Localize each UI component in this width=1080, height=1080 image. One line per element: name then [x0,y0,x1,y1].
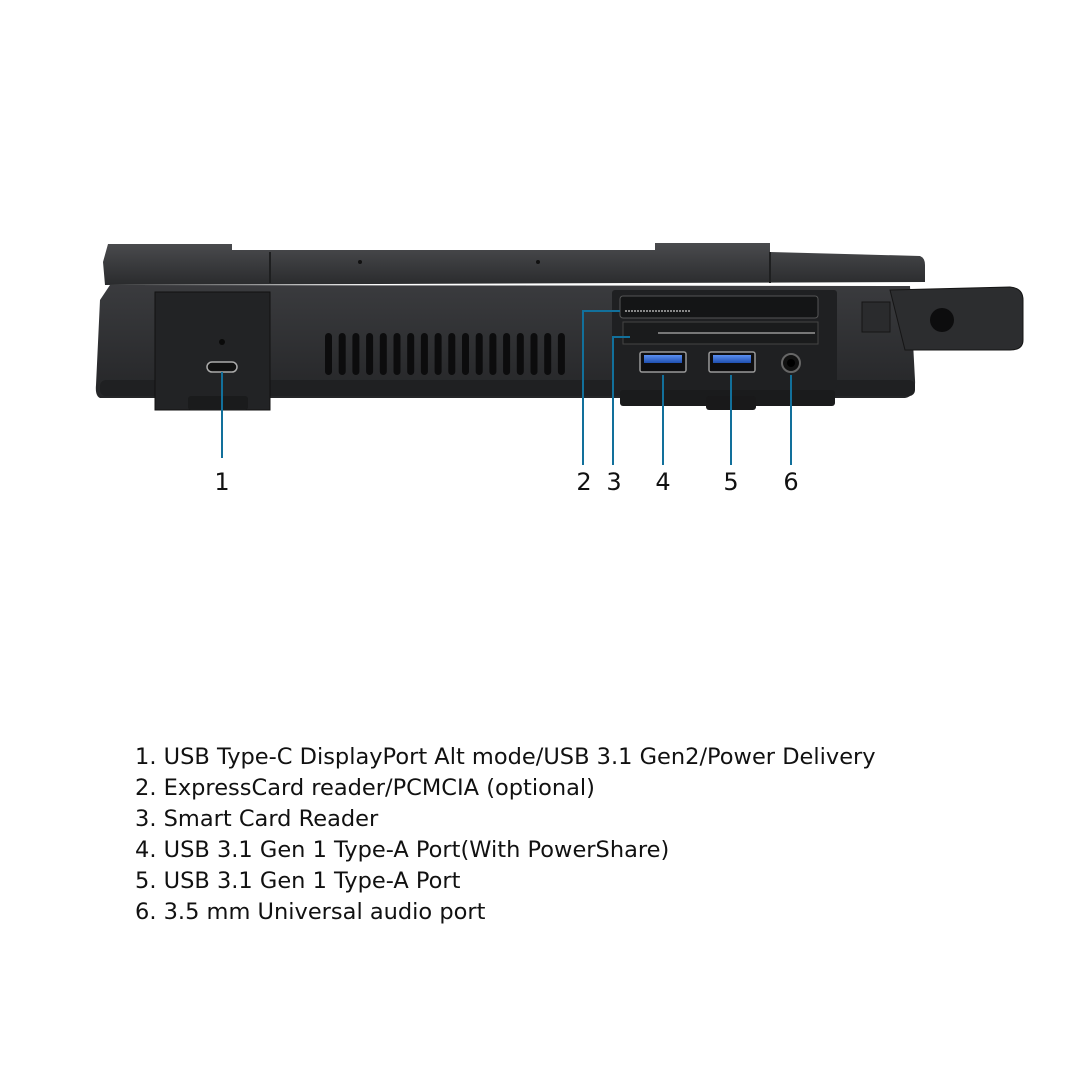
vent-slot [544,333,552,375]
carry-handle [861,286,1024,351]
port-panel [612,290,837,410]
cooling-vents [325,333,565,375]
vent-slot [407,333,415,375]
legend-item: 6. 3.5 mm Universal audio port [135,899,486,925]
usb-c-door [154,291,271,411]
vent-slot [489,333,497,375]
vent-slot [338,333,346,375]
vent-slot [379,333,387,375]
vent-slot [420,333,428,375]
callout-number-3: 3 [606,468,621,496]
vent-slot [434,333,442,375]
callout-number-1: 1 [214,468,229,496]
laptop-lid [103,243,925,285]
vent-slot [516,333,524,375]
vent-slot [475,333,483,375]
vent-slot [557,333,565,375]
vent-slot [393,333,401,375]
vent-slot [462,333,469,375]
callout-number-4: 4 [655,468,670,496]
laptop-side-view-diagram: 1 2 3 4 5 6 [95,243,1024,496]
callout-number-6: 6 [783,468,798,496]
vent-slot [352,333,360,375]
vent-slot [448,333,456,375]
vent-slot [325,333,332,375]
callout-line-3 [612,336,630,465]
expresscard-slot [619,295,819,319]
usb-c-port-icon [206,361,238,373]
legend-item: 3. Smart Card Reader [135,806,379,832]
callout-line-2 [582,310,620,465]
vent-slot [503,333,511,375]
vent-slot [530,333,538,375]
legend-item: 2. ExpressCard reader/PCMCIA (optional) [135,775,595,801]
legend-item: 5. USB 3.1 Gen 1 Type-A Port [135,868,461,894]
legend-item: 1. USB Type-C DisplayPort Alt mode/USB 3… [135,744,876,770]
callout-number-5: 5 [723,468,738,496]
vent-slot [366,333,374,375]
port-legend: 1. USB Type-C DisplayPort Alt mode/USB 3… [135,742,876,928]
callout-number-2: 2 [576,468,591,496]
callout-lines [221,310,792,465]
legend-item: 4. USB 3.1 Gen 1 Type-A Port(With PowerS… [135,837,670,863]
